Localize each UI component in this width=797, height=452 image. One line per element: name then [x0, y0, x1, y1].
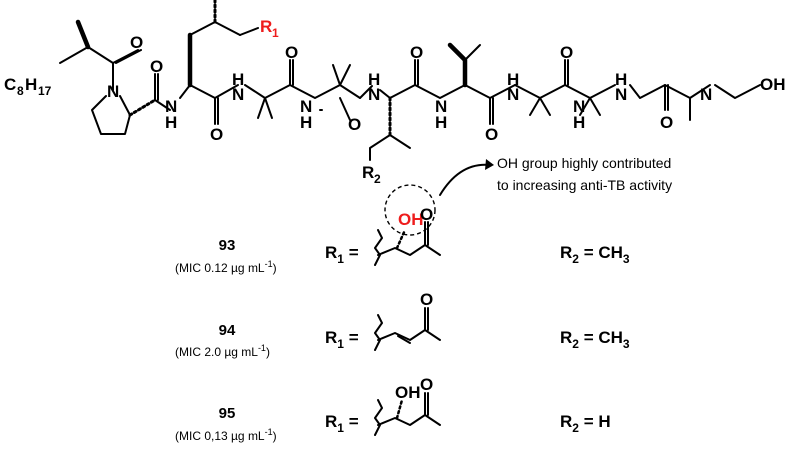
atom-o-2: O — [150, 57, 163, 76]
compound-95-mic: (MIC 0,13 µg mL-1) — [175, 427, 277, 443]
atom-o-1: O — [130, 33, 143, 52]
atom-n-9: N — [615, 85, 627, 104]
compound-95-r1-label: R1 = — [325, 412, 359, 435]
atom-n-6: N — [435, 97, 447, 116]
r1-subscript: 1 — [272, 26, 279, 40]
atom-n-5: N — [368, 85, 380, 104]
atom-h-2: H — [165, 113, 177, 132]
atom-n-8: N — [573, 97, 585, 116]
compound-93-row: 93 (MIC 0.12 µg mL-1) R1 = OH O R2 = CH3 — [175, 184, 630, 275]
atom-o-3: O — [210, 125, 223, 144]
compound-93-mic: (MIC 0.12 µg mL-1) — [175, 259, 277, 275]
annotation-line-2: to increasing anti-TB activity — [497, 177, 672, 193]
compound-94-o: O — [420, 290, 433, 309]
atom-n-amine: N — [700, 85, 712, 104]
atom-h-8: H — [573, 113, 585, 132]
atom-h-4: H — [300, 113, 312, 132]
atom-n-4: N — [300, 97, 312, 116]
compound-94-r2: R2 = CH3 — [560, 328, 630, 351]
atom-o-4: O — [285, 43, 298, 62]
atom-o-5: O — [348, 115, 361, 134]
compound-95-r1-structure: OH O — [374, 375, 441, 436]
compound-93-id: 93 — [219, 237, 236, 254]
atom-n-2: N — [165, 97, 177, 116]
backbone-atom-labels: N O O N H O H N O N H O H N O N H O H N … — [107, 33, 786, 144]
highlight-circle — [384, 184, 436, 236]
atom-o-9: O — [660, 113, 673, 132]
r2-label: R — [362, 163, 374, 182]
atom-oh-terminal: OH — [760, 75, 786, 94]
c8h17-c: C — [4, 75, 16, 94]
compound-95-r2: R2 = H — [560, 412, 611, 435]
oh-annotation: OH group highly contributed to increasin… — [439, 155, 672, 196]
r2-position: R 2 — [362, 163, 381, 186]
compound-95-id: 95 — [219, 405, 236, 422]
alkyl-chain-label: C 8 H 17 — [4, 75, 52, 98]
r2-subscript: 2 — [374, 172, 381, 186]
r1-position: R 1 — [239, 17, 279, 40]
atom-h-6: H — [435, 113, 447, 132]
compound-93-r1-label: R1 = — [325, 243, 359, 266]
atom-n-3: N — [232, 85, 244, 104]
c8h17-h: H — [25, 75, 37, 94]
atom-o-7: O — [485, 125, 498, 144]
compound-93-o: O — [420, 205, 433, 224]
compound-94-r1-structure: O — [374, 290, 441, 351]
compound-94-r1-label: R1 = — [325, 328, 359, 351]
compound-94-row: 94 (MIC 2.0 µg mL-1) R1 = O R2 = CH3 — [175, 290, 630, 359]
compound-95-oh: OH — [395, 383, 421, 402]
compound-93-oh: OH — [398, 210, 424, 229]
annotation-arrow — [439, 163, 491, 196]
compound-94-mic: (MIC 2.0 µg mL-1) — [175, 343, 270, 359]
annotation-line-1: OH group highly contributed — [497, 155, 671, 171]
c8h17-17: 17 — [38, 84, 52, 98]
atom-h-5: H — [368, 70, 380, 89]
compound-95-row: 95 (MIC 0,13 µg mL-1) R1 = OH O R2 = H — [175, 375, 611, 443]
compound-94-id: 94 — [219, 322, 236, 339]
atom-o-8: O — [560, 43, 573, 62]
peptide-backbone-bonds — [59, 0, 761, 161]
atom-h-9: H — [615, 70, 627, 89]
r1-label: R — [260, 17, 272, 36]
c8h17-8: 8 — [17, 84, 24, 98]
arrowhead-icon — [485, 159, 494, 170]
atom-o-6: O — [410, 43, 423, 62]
atom-h-7: H — [507, 70, 519, 89]
compound-95-o: O — [420, 375, 433, 394]
compound-93-r1-structure: OH O — [374, 184, 441, 266]
atom-h-3: H — [232, 70, 244, 89]
atom-n-proline: N — [107, 82, 119, 101]
atom-n-7: N — [507, 85, 519, 104]
compound-93-r2: R2 = CH3 — [560, 243, 630, 266]
